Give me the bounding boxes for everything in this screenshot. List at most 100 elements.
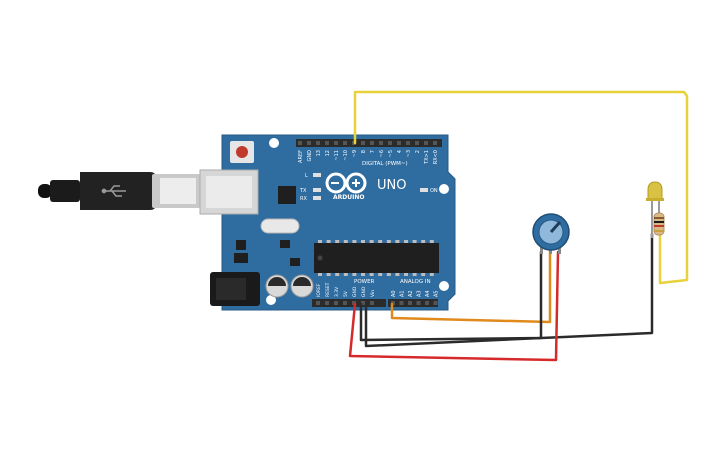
analog-pin-socket[interactable] bbox=[408, 301, 412, 305]
usb-icon bbox=[101, 185, 126, 197]
chip-pin bbox=[429, 240, 434, 243]
wire-5v-pot[interactable] bbox=[348, 250, 560, 362]
mounting-hole bbox=[439, 281, 449, 291]
atmega328-chip bbox=[314, 243, 439, 273]
chip-pin bbox=[421, 240, 426, 243]
power-header[interactable] bbox=[312, 299, 386, 307]
wire-pin9-led[interactable] bbox=[353, 90, 689, 285]
chip-pin bbox=[404, 240, 408, 243]
digital-pin-label: 8 bbox=[361, 150, 367, 153]
digital-pin-label: GND bbox=[307, 150, 313, 162]
smd-component bbox=[234, 253, 248, 263]
chip-pin bbox=[361, 240, 365, 243]
digital-pin-socket[interactable] bbox=[334, 141, 338, 145]
chip-pin bbox=[395, 273, 400, 276]
led[interactable] bbox=[646, 181, 664, 238]
digital-pin-socket[interactable] bbox=[433, 141, 437, 145]
chip-pin bbox=[378, 240, 383, 243]
digital-pin-label: AREF bbox=[298, 150, 304, 163]
wire-gnd-led[interactable] bbox=[364, 232, 654, 348]
power-pin-socket[interactable] bbox=[316, 301, 320, 305]
power-pin-socket[interactable] bbox=[343, 301, 347, 305]
chip-pin bbox=[352, 240, 357, 243]
digital-pin-label: ~11 bbox=[334, 150, 340, 161]
digital-pin-label: 7 bbox=[370, 150, 376, 153]
analog-pin-socket[interactable] bbox=[425, 301, 429, 305]
power-pin-socket[interactable] bbox=[325, 301, 329, 305]
digital-pin-socket[interactable] bbox=[361, 141, 365, 145]
wires[interactable] bbox=[348, 90, 689, 362]
analog-header[interactable] bbox=[388, 299, 438, 307]
analog-pin-label: A2 bbox=[408, 290, 414, 297]
digital-pin-socket[interactable] bbox=[415, 141, 419, 145]
model-label: UNO bbox=[377, 178, 406, 193]
analog-pin-socket[interactable] bbox=[391, 301, 395, 305]
on-led-label: ON bbox=[430, 188, 438, 194]
wire-gnd-pot[interactable] bbox=[359, 250, 543, 342]
chip-pin bbox=[326, 273, 331, 276]
chip-notch bbox=[317, 255, 323, 261]
digital-pin-socket[interactable] bbox=[379, 141, 383, 145]
chip-pin bbox=[318, 240, 322, 243]
led-tx-label: TX bbox=[299, 188, 307, 194]
chip-pin bbox=[386, 273, 391, 276]
led-anode-leg bbox=[658, 198, 660, 220]
power-pin-label: 5V bbox=[343, 290, 349, 297]
digital-pin-socket[interactable] bbox=[298, 141, 302, 145]
usb-b-port-inner bbox=[206, 176, 252, 208]
power-pin-socket[interactable] bbox=[370, 301, 374, 305]
smd-component bbox=[290, 258, 300, 266]
digital-pin-label: ~5 bbox=[388, 150, 394, 157]
power-pin-label: 3.3V bbox=[334, 286, 340, 297]
digital-pin-socket[interactable] bbox=[424, 141, 428, 145]
mounting-hole bbox=[266, 295, 276, 305]
chip-pin bbox=[318, 273, 322, 276]
digital-pin-socket[interactable] bbox=[343, 141, 347, 145]
led-rim bbox=[646, 198, 664, 201]
digital-pin-socket[interactable] bbox=[316, 141, 320, 145]
digital-pin-socket[interactable] bbox=[397, 141, 401, 145]
digital-pin-label: ~10 bbox=[343, 150, 349, 161]
power-pin-sockets[interactable] bbox=[316, 301, 374, 305]
chip-pin bbox=[326, 240, 331, 243]
resistor-band bbox=[654, 230, 664, 232]
digital-pin-socket[interactable] bbox=[325, 141, 329, 145]
chip-pin bbox=[343, 273, 348, 276]
digital-pin-socket[interactable] bbox=[388, 141, 392, 145]
led-l-label: L bbox=[305, 173, 308, 179]
analog-pin-label: A3 bbox=[417, 290, 423, 297]
digital-pin-label: 12 bbox=[325, 150, 331, 156]
chip-pin bbox=[395, 240, 400, 243]
chip-pin bbox=[378, 273, 383, 276]
resistor-band bbox=[654, 225, 664, 227]
chip-pin bbox=[369, 273, 374, 276]
led-rx bbox=[313, 196, 321, 200]
analog-pin-socket[interactable] bbox=[433, 301, 438, 305]
analog-pin-sockets[interactable] bbox=[391, 301, 438, 305]
digital-pin-socket[interactable] bbox=[307, 141, 311, 145]
digital-pin-socket[interactable] bbox=[370, 141, 374, 145]
chip-pin bbox=[335, 273, 340, 276]
chip-pin bbox=[335, 240, 340, 243]
potentiometer[interactable] bbox=[532, 213, 570, 254]
usb-plug-metal-inner bbox=[160, 178, 196, 204]
analog-pin-socket[interactable] bbox=[416, 301, 421, 305]
power-pin-socket[interactable] bbox=[334, 301, 338, 305]
analog-pin-socket[interactable] bbox=[399, 301, 404, 305]
power-pin-socket[interactable] bbox=[352, 301, 356, 305]
digital-pin-socket[interactable] bbox=[406, 141, 410, 145]
chip-pin bbox=[404, 273, 408, 276]
capacitor-marking bbox=[268, 277, 286, 286]
smd-component bbox=[280, 240, 290, 248]
usb-cable[interactable] bbox=[38, 172, 200, 210]
digital-header-label: DIGITAL (PWM~) bbox=[362, 161, 408, 167]
power-pin-socket[interactable] bbox=[361, 301, 365, 305]
digital-header[interactable] bbox=[296, 139, 442, 147]
wire-a0-pot-wiper[interactable] bbox=[390, 250, 552, 324]
chip-pin bbox=[412, 240, 417, 243]
resistor[interactable] bbox=[653, 212, 665, 236]
digital-pin-sockets[interactable] bbox=[298, 141, 437, 145]
reset-button-cap[interactable] bbox=[236, 146, 248, 158]
